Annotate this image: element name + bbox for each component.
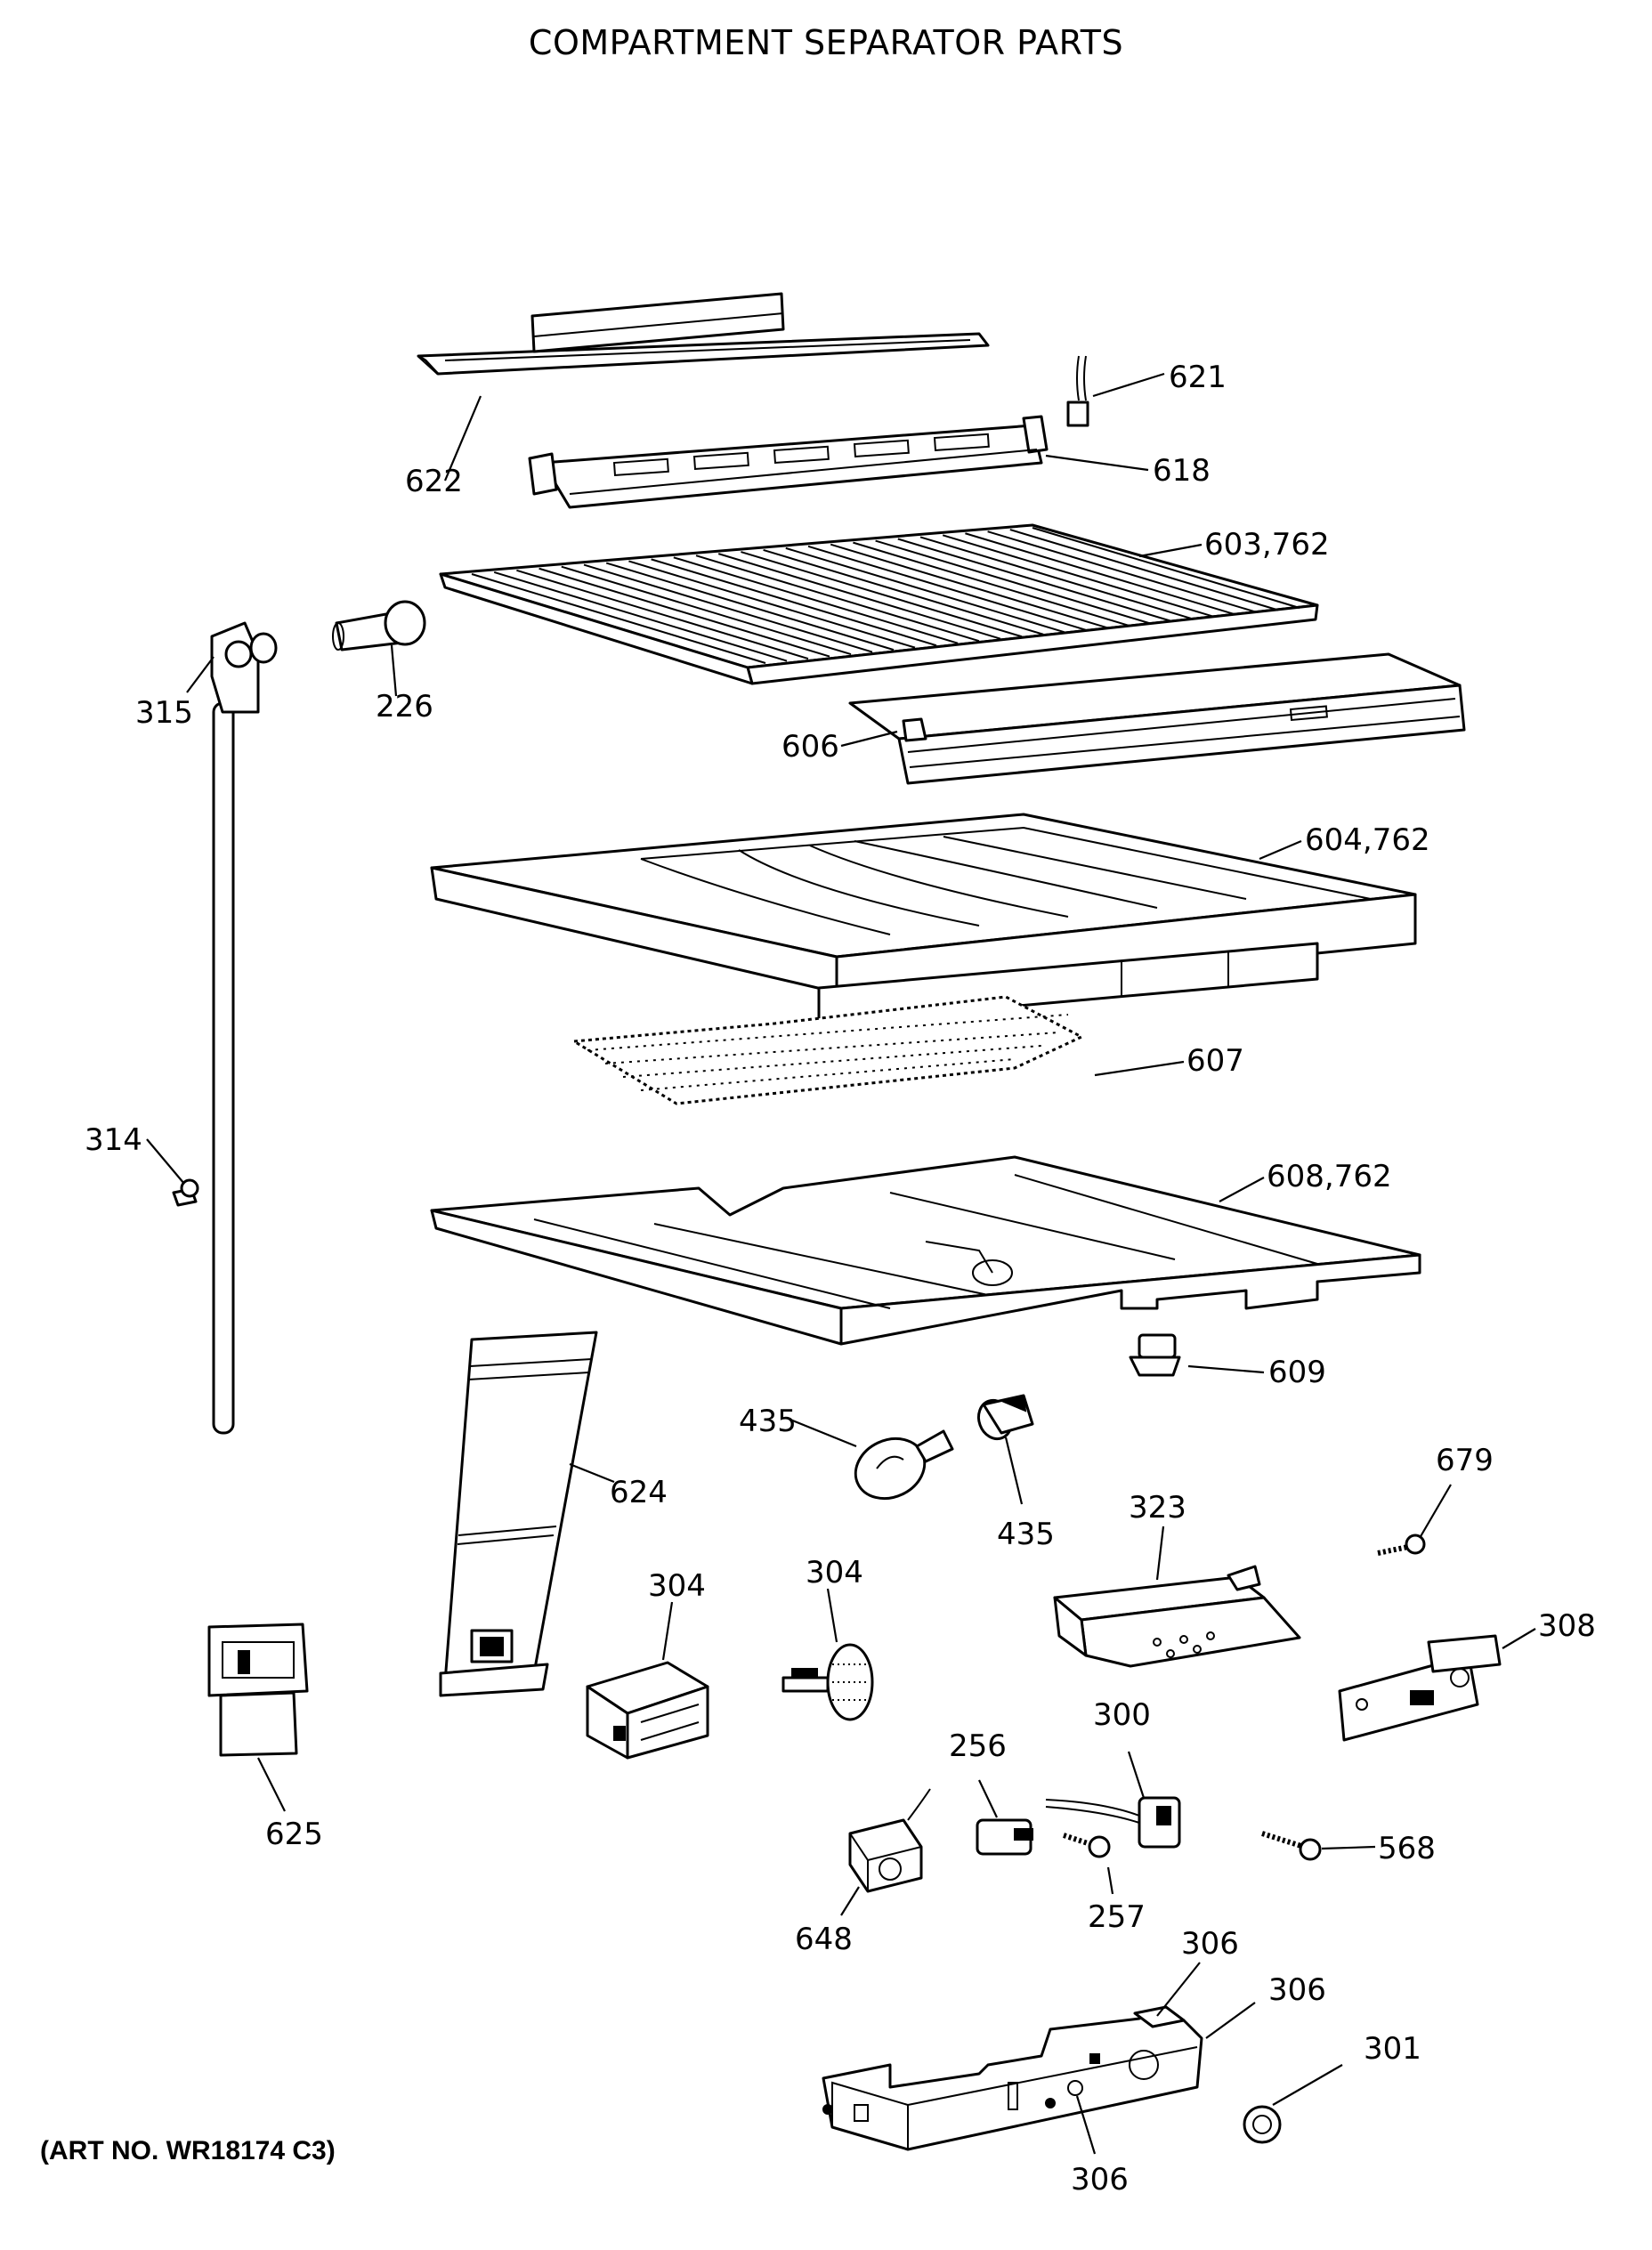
shelf-rib bbox=[471, 573, 766, 664]
shelf-rib bbox=[741, 551, 1023, 638]
diagram-title: COMPARTMENT SEPARATOR PARTS bbox=[528, 23, 1124, 62]
callout-648: 648 bbox=[795, 1922, 853, 1957]
callout-226: 226 bbox=[376, 689, 433, 724]
shelf-rib bbox=[717, 553, 1001, 640]
callout-257: 257 bbox=[1088, 1899, 1146, 1935]
callout-568: 568 bbox=[1378, 1831, 1436, 1866]
part-606-duct bbox=[848, 652, 1466, 785]
part-618-bracket bbox=[528, 415, 1049, 509]
callout-315: 315 bbox=[135, 695, 193, 731]
part-435-bulb bbox=[854, 1429, 954, 1501]
part-323-bracket bbox=[1053, 1565, 1301, 1668]
shelf-rib bbox=[1009, 529, 1279, 611]
part-306-housing bbox=[822, 2005, 1203, 2151]
callout-435-socket: 435 bbox=[997, 1517, 1055, 1552]
part-607-mesh-panel bbox=[572, 995, 1083, 1105]
part-625-housing bbox=[207, 1623, 309, 1757]
callout-604-762: 604,762 bbox=[1305, 822, 1430, 858]
part-568-screw bbox=[1261, 1831, 1322, 1861]
shelf-rib bbox=[583, 563, 873, 653]
callout-304-knob: 304 bbox=[806, 1555, 863, 1590]
callout-624: 624 bbox=[610, 1475, 668, 1510]
callout-435-bulb: 435 bbox=[739, 1404, 797, 1439]
callout-608-762: 608,762 bbox=[1267, 1159, 1392, 1194]
part-604-frame bbox=[430, 813, 1417, 1025]
shelf-rib bbox=[605, 562, 895, 652]
callout-314: 314 bbox=[85, 1122, 142, 1158]
shelf-rib bbox=[853, 541, 1130, 627]
shelf-rib bbox=[628, 560, 916, 649]
callout-306-top: 306 bbox=[1181, 1926, 1239, 1962]
shelf-rib bbox=[561, 565, 852, 656]
shelf-rib bbox=[965, 532, 1236, 616]
part-622-cover bbox=[417, 292, 990, 376]
callout-labels: 622 621 618 603,762 315 226 606 604,762 … bbox=[85, 360, 1596, 2197]
part-621-connector bbox=[1066, 355, 1089, 427]
shelf-rib bbox=[919, 536, 1194, 620]
callout-609: 609 bbox=[1268, 1355, 1326, 1390]
leader-lines bbox=[146, 372, 1536, 2155]
shelf-rib bbox=[1032, 527, 1300, 609]
shelf-rib bbox=[807, 545, 1087, 631]
part-304-knob bbox=[781, 1643, 874, 1721]
art-number: (ART NO. WR18174 C3) bbox=[40, 2136, 336, 2165]
shelf-rib bbox=[830, 543, 1108, 629]
callout-606: 606 bbox=[781, 729, 839, 765]
shelf-rib bbox=[875, 539, 1151, 625]
callout-306-right: 306 bbox=[1268, 1972, 1326, 2008]
shelf-rib bbox=[785, 546, 1065, 634]
part-226-tube bbox=[332, 600, 426, 652]
part-256-switch bbox=[976, 1818, 1033, 1856]
part-300-sensor bbox=[1045, 1796, 1181, 1849]
part-257-screw bbox=[1063, 1833, 1111, 1858]
shelf-rib bbox=[987, 530, 1258, 613]
part-304-control-box bbox=[586, 1661, 709, 1760]
callout-301: 301 bbox=[1364, 2031, 1421, 2067]
part-301-knob bbox=[1243, 2105, 1282, 2144]
shelf-rib bbox=[651, 558, 937, 647]
shelf-rib bbox=[539, 567, 830, 658]
shelf-rib bbox=[695, 554, 980, 643]
callout-308: 308 bbox=[1538, 1608, 1596, 1644]
shelf-rib bbox=[763, 549, 1044, 635]
part-648-motor bbox=[848, 1788, 931, 1893]
part-315-rod-assembly bbox=[172, 621, 278, 1435]
callout-625: 625 bbox=[265, 1817, 323, 1852]
callout-618: 618 bbox=[1153, 453, 1211, 489]
shelf-rib bbox=[942, 534, 1215, 618]
part-624-duct-panel bbox=[439, 1331, 598, 1697]
part-603-shelf bbox=[439, 523, 1319, 685]
callout-256: 256 bbox=[949, 1728, 1007, 1764]
part-308-bracket bbox=[1338, 1634, 1502, 1742]
shelf-rib bbox=[673, 556, 959, 644]
callout-622: 622 bbox=[405, 464, 463, 499]
shelf-rib bbox=[493, 571, 788, 662]
callout-300: 300 bbox=[1093, 1697, 1151, 1733]
callout-607: 607 bbox=[1186, 1043, 1244, 1079]
part-609-clip bbox=[1129, 1333, 1181, 1377]
callout-323: 323 bbox=[1129, 1490, 1186, 1526]
shelf-rib bbox=[897, 538, 1172, 622]
callout-304-box: 304 bbox=[648, 1568, 706, 1604]
part-679-screw bbox=[1377, 1534, 1426, 1556]
shelf-rib bbox=[516, 569, 809, 660]
callout-679: 679 bbox=[1436, 1443, 1494, 1478]
part-608-tray bbox=[430, 1155, 1421, 1346]
callout-306-bottom: 306 bbox=[1071, 2162, 1129, 2197]
callout-603-762: 603,762 bbox=[1204, 527, 1330, 562]
part-435-socket bbox=[976, 1394, 1034, 1441]
callout-621: 621 bbox=[1169, 360, 1227, 395]
